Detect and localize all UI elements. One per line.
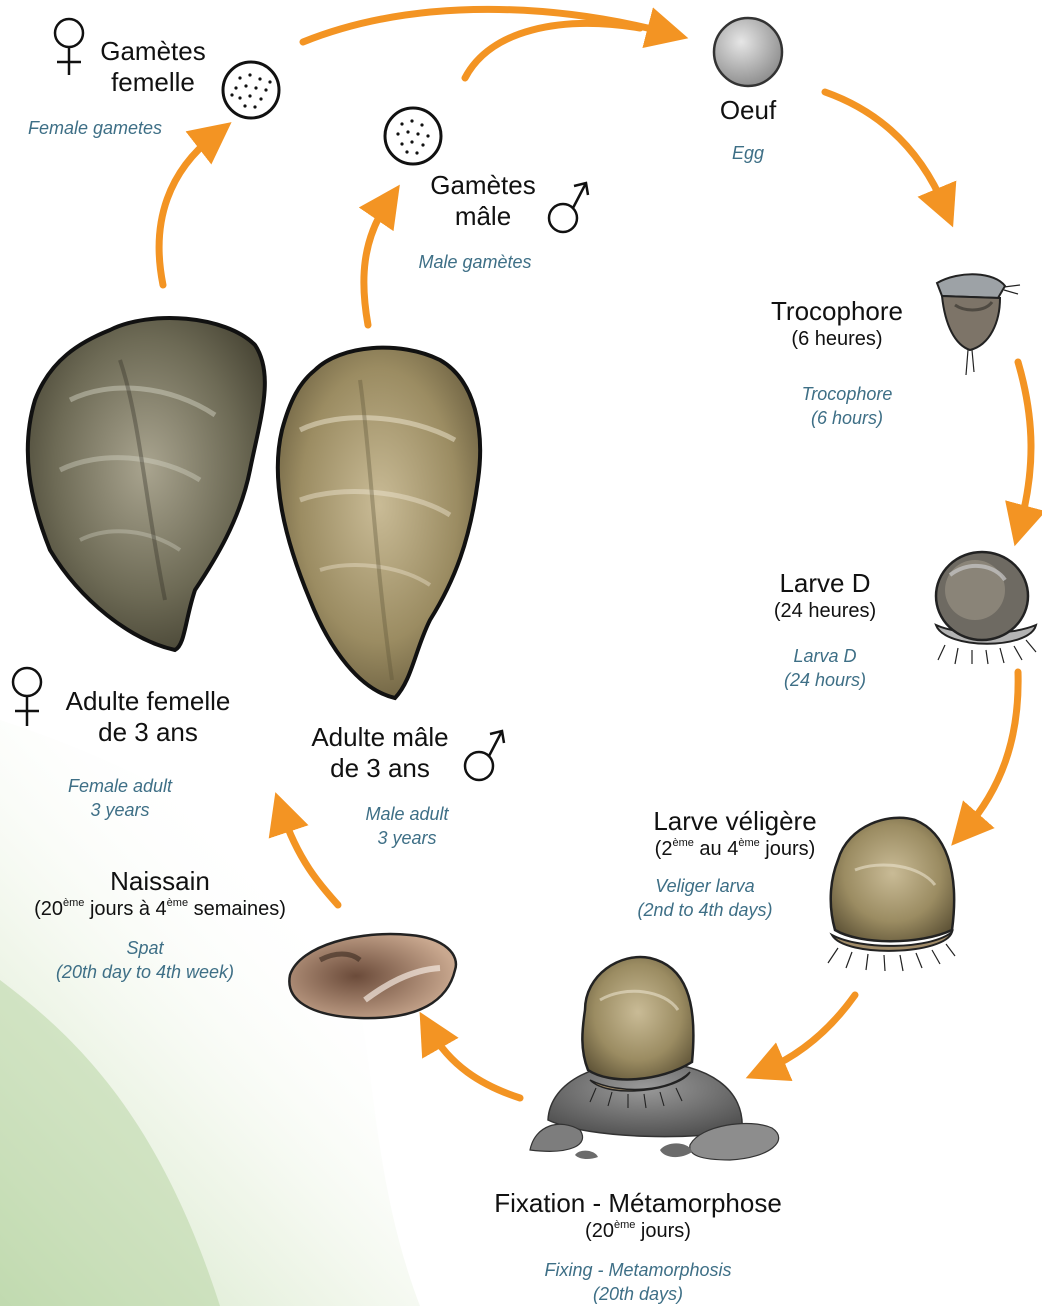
male-gametes-label: Gamètes mâle [418,170,548,232]
larva-d-icon [936,552,1036,664]
female-gametes-fr-line2: femelle [88,67,218,98]
arrow-fixation-to-spat [430,1030,520,1098]
female-gametes-label: Gamètes femelle [88,36,218,98]
male-gametes-fr-line1: Gamètes [418,170,548,201]
male-adult-en: Male adult 3 years [332,802,482,851]
female-adult-en-line2: 3 years [45,798,195,822]
spat-icon [289,934,456,1018]
arrow-egg-to-trocophore [825,92,945,208]
spat-fr: Naissain [4,866,316,897]
fixation-icon [530,957,779,1160]
egg-en: Egg [698,141,798,165]
veliger-en-line1: Veliger larva [615,874,795,898]
veliger-detail-c: jours) [760,838,816,860]
spat-label: Naissain (20ème jours à 4ème semaines) [4,866,316,921]
female-gametes-en: Female gametes [10,116,180,140]
veliger-en: Veliger larva (2nd to 4th days) [615,874,795,923]
veliger-detail-a: (2 [655,838,673,860]
male-gametes-en: Male gamètes [400,250,550,274]
female-adult-en-line1: Female adult [45,774,195,798]
male-gamete-cell-icon [385,108,441,164]
larva-d-en-line1: Larva D [750,644,900,668]
larva-d-label: Larve D (24 heures) [750,568,900,623]
veliger-label: Larve véligère (2ème au 4ème jours) [625,806,845,861]
larva-d-fr: Larve D [750,568,900,599]
spat-detail-sup2: ème [167,897,188,909]
male-gametes-fr-line2: mâle [418,201,548,232]
male-adult-en-line1: Male adult [332,802,482,826]
female-adult-en: Female adult 3 years [45,774,195,823]
larva-d-en: Larva D (24 hours) [750,644,900,693]
spat-fr-detail: (20ème jours à 4ème semaines) [4,897,316,921]
trocophore-en-line1: Trocophore [772,382,922,406]
fixation-fr-detail: (20ème jours) [458,1219,818,1243]
arrow-male-adult-to-gametes [364,202,388,325]
trocophore-icon [937,274,1020,375]
spat-detail-a: (20 [34,898,63,920]
veliger-en-line2: (2nd to 4th days) [615,898,795,922]
trocophore-en-line2: (6 hours) [772,406,922,430]
fixation-fr: Fixation - Métamorphose [458,1188,818,1219]
fixation-detail-a: (20 [585,1220,614,1242]
arrow-trocophore-to-larva-d [1018,362,1031,526]
veliger-detail-b: au 4 [694,838,738,860]
female-adult-fr-line1: Adulte femelle [48,686,248,717]
male-adult-oyster-icon [278,348,480,698]
fixation-en: Fixing - Metamorphosis (20th days) [508,1258,768,1307]
veliger-fr-detail: (2ème au 4ème jours) [625,837,845,861]
spat-detail-sup1: ème [63,897,84,909]
female-adult-fr-line2: de 3 ans [48,717,248,748]
fixation-en-line2: (20th days) [508,1282,768,1306]
trocophore-fr: Trocophore [752,296,922,327]
arrow-veliger-to-fixation [765,995,855,1070]
male-adult-fr-line1: Adulte mâle [295,722,465,753]
trocophore-en: Trocophore (6 hours) [772,382,922,431]
female-adult-label: Adulte femelle de 3 ans [48,686,248,748]
trocophore-label: Trocophore (6 heures) [752,296,922,351]
fixation-en-line1: Fixing - Metamorphosis [508,1258,768,1282]
spat-en: Spat (20th day to 4th week) [30,936,260,985]
arrow-male-gametes-to-egg [465,24,640,78]
male-adult-label: Adulte mâle de 3 ans [295,722,465,784]
spat-en-line2: (20th day to 4th week) [30,960,260,984]
female-symbol-icon [13,668,41,726]
fixation-detail-sup: ème [614,1219,635,1231]
male-symbol-icon [549,183,588,232]
egg-icon [714,18,782,86]
male-adult-fr-line2: de 3 ans [295,753,465,784]
egg-fr: Oeuf [698,95,798,126]
veliger-fr: Larve véligère [625,806,845,837]
female-symbol-icon [55,19,83,75]
male-symbol-icon [465,731,504,780]
veliger-detail-sup1: ème [672,837,693,849]
larva-d-en-line2: (24 hours) [750,668,900,692]
female-gamete-cell-icon [223,62,279,118]
spat-detail-c: semaines) [188,898,286,920]
trocophore-fr-detail: (6 heures) [752,327,922,351]
female-gametes-fr-line1: Gamètes [88,36,218,67]
spat-en-line1: Spat [30,936,260,960]
female-adult-oyster-icon [28,318,265,650]
arrow-female-adult-to-gametes [159,135,215,285]
veliger-larva-icon [828,818,955,971]
male-adult-en-line2: 3 years [332,826,482,850]
arrow-larva-d-to-veliger [965,672,1018,830]
fixation-detail-b: jours) [635,1220,691,1242]
veliger-detail-sup2: ème [738,837,759,849]
fixation-label: Fixation - Métamorphose (20ème jours) [458,1188,818,1243]
larva-d-fr-detail: (24 heures) [750,599,900,623]
spat-detail-b: jours à 4 [84,898,166,920]
